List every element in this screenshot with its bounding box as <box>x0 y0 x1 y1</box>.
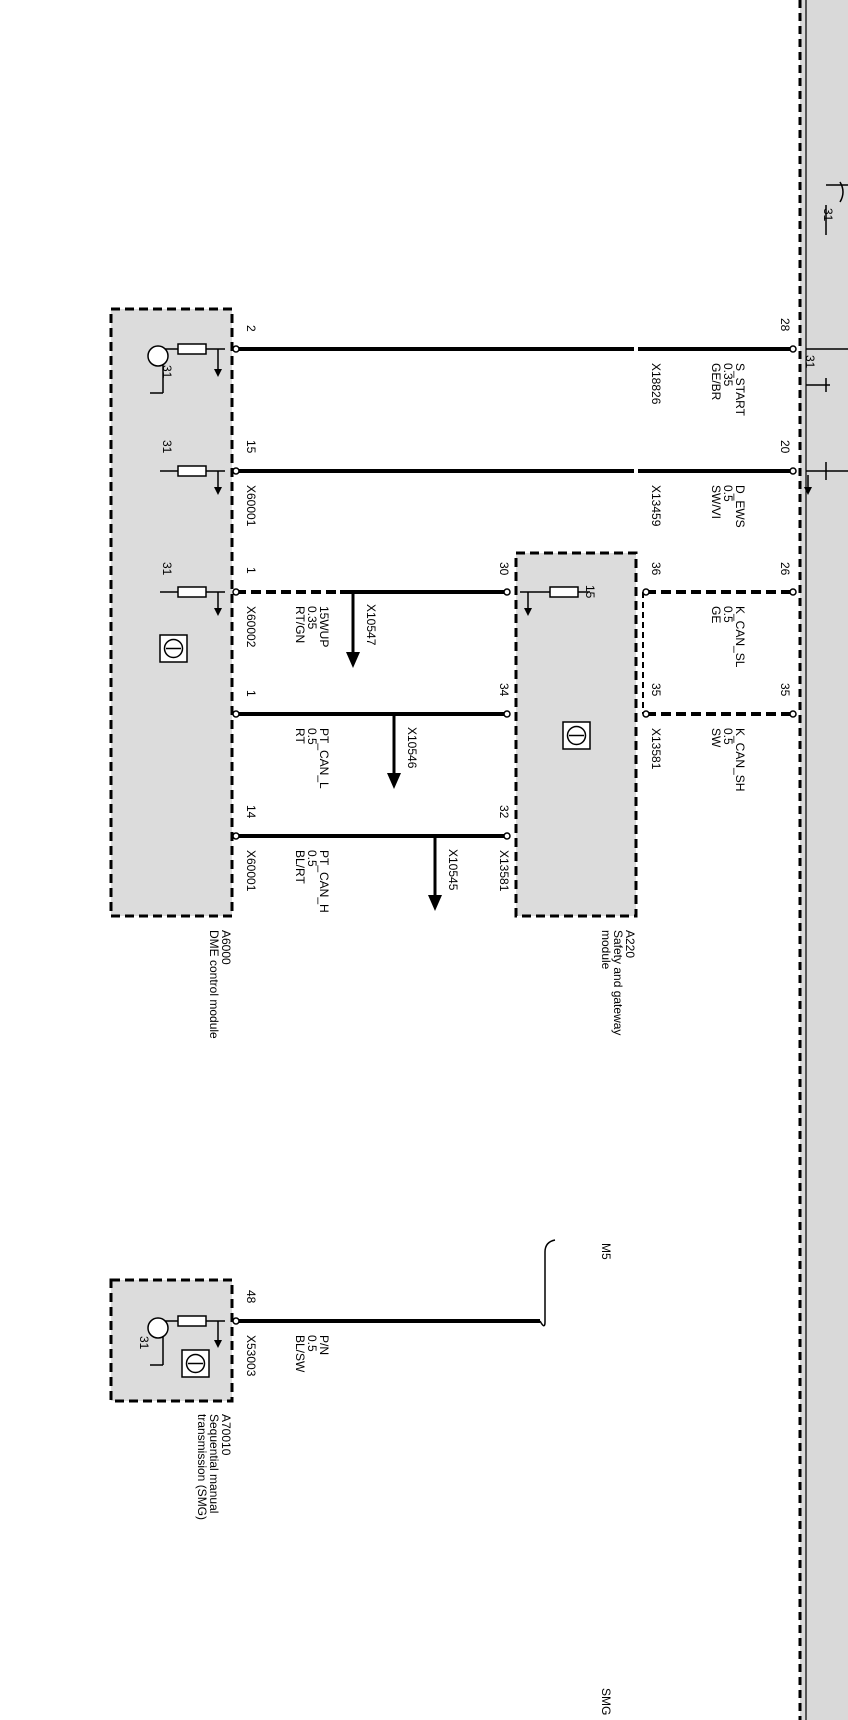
dme-ground-label-1: 31 <box>160 365 174 379</box>
sgm-logic-icon <box>562 721 591 750</box>
connector-x13581-b: X13581 <box>497 850 511 892</box>
dme-logic-icon <box>159 634 188 663</box>
splice-x10546-label: X10546 <box>405 727 419 769</box>
pin-d-ews-right: 20 <box>778 440 792 454</box>
connector-x13459: X13459 <box>649 485 663 527</box>
bus-bar-panel <box>800 0 848 1720</box>
pin-k-can-sh-sgm: 35 <box>649 683 663 697</box>
pin-p-n: 48 <box>244 1290 258 1304</box>
bus-ground-label-1: 31 <box>821 208 835 222</box>
inline-connector-breaks <box>634 345 638 475</box>
pin-k-can-sl-right: 26 <box>778 562 792 576</box>
splice-x10545 <box>428 838 442 911</box>
pin-15wup-dme: 1 <box>244 567 258 574</box>
pin-pt-can-h-sgm: 32 <box>497 805 511 819</box>
pin-s-start-dme: 2 <box>244 325 258 332</box>
smg-internals <box>147 1315 225 1366</box>
bus-taps <box>806 181 848 490</box>
connector-x53003: X53003 <box>244 1335 258 1377</box>
dme-arrow-heads <box>214 369 222 616</box>
connector-x13581-a: X13581 <box>649 728 663 770</box>
connector-x60001-b: X60001 <box>244 850 258 892</box>
splice-x10545-label: X10545 <box>446 849 460 891</box>
connector-x60001-a: X60001 <box>244 485 258 527</box>
pin-connectors <box>232 345 797 1325</box>
variant-smg-label: SMG <box>599 1688 613 1716</box>
pin-pt-can-l-sgm: 34 <box>497 683 511 697</box>
bus-arrow-head <box>804 487 812 495</box>
smg-logic-icon <box>181 1349 210 1378</box>
variant-m5-label: M5 <box>599 1243 613 1260</box>
pin-15wup-sgm: 30 <box>497 562 511 576</box>
sgm-arrow-head <box>524 608 532 616</box>
pin-pt-can-l-dme: 1 <box>244 690 258 697</box>
pin-s-start-right: 28 <box>778 318 792 332</box>
dme-ground-label-2: 31 <box>160 440 174 454</box>
dme-ground-label-3: 31 <box>160 562 174 576</box>
dme-internals <box>147 343 225 611</box>
sgm-internal-pin: 15 <box>583 585 597 599</box>
pin-pt-can-h-dme: 14 <box>244 805 258 819</box>
smg-module-box <box>109 1278 234 1403</box>
sgm-internals <box>520 586 590 611</box>
connector-x18826: X18826 <box>649 363 663 405</box>
m5-bracket <box>539 1239 556 1327</box>
pin-d-ews-dme: 15 <box>244 440 258 454</box>
bus-ground-label-2: 31 <box>803 355 817 369</box>
pin-k-can-sh-right: 35 <box>778 683 792 697</box>
splice-x10547 <box>346 594 360 668</box>
connector-x60002: X60002 <box>244 606 258 648</box>
dme-module-box <box>109 307 234 918</box>
splice-x10547-label: X10547 <box>364 604 378 646</box>
pin-k-can-sl-sgm: 36 <box>649 562 663 576</box>
splice-x10546 <box>387 716 401 789</box>
smg-ground-label: 31 <box>137 1336 151 1350</box>
smg-arrow-head <box>214 1340 222 1348</box>
